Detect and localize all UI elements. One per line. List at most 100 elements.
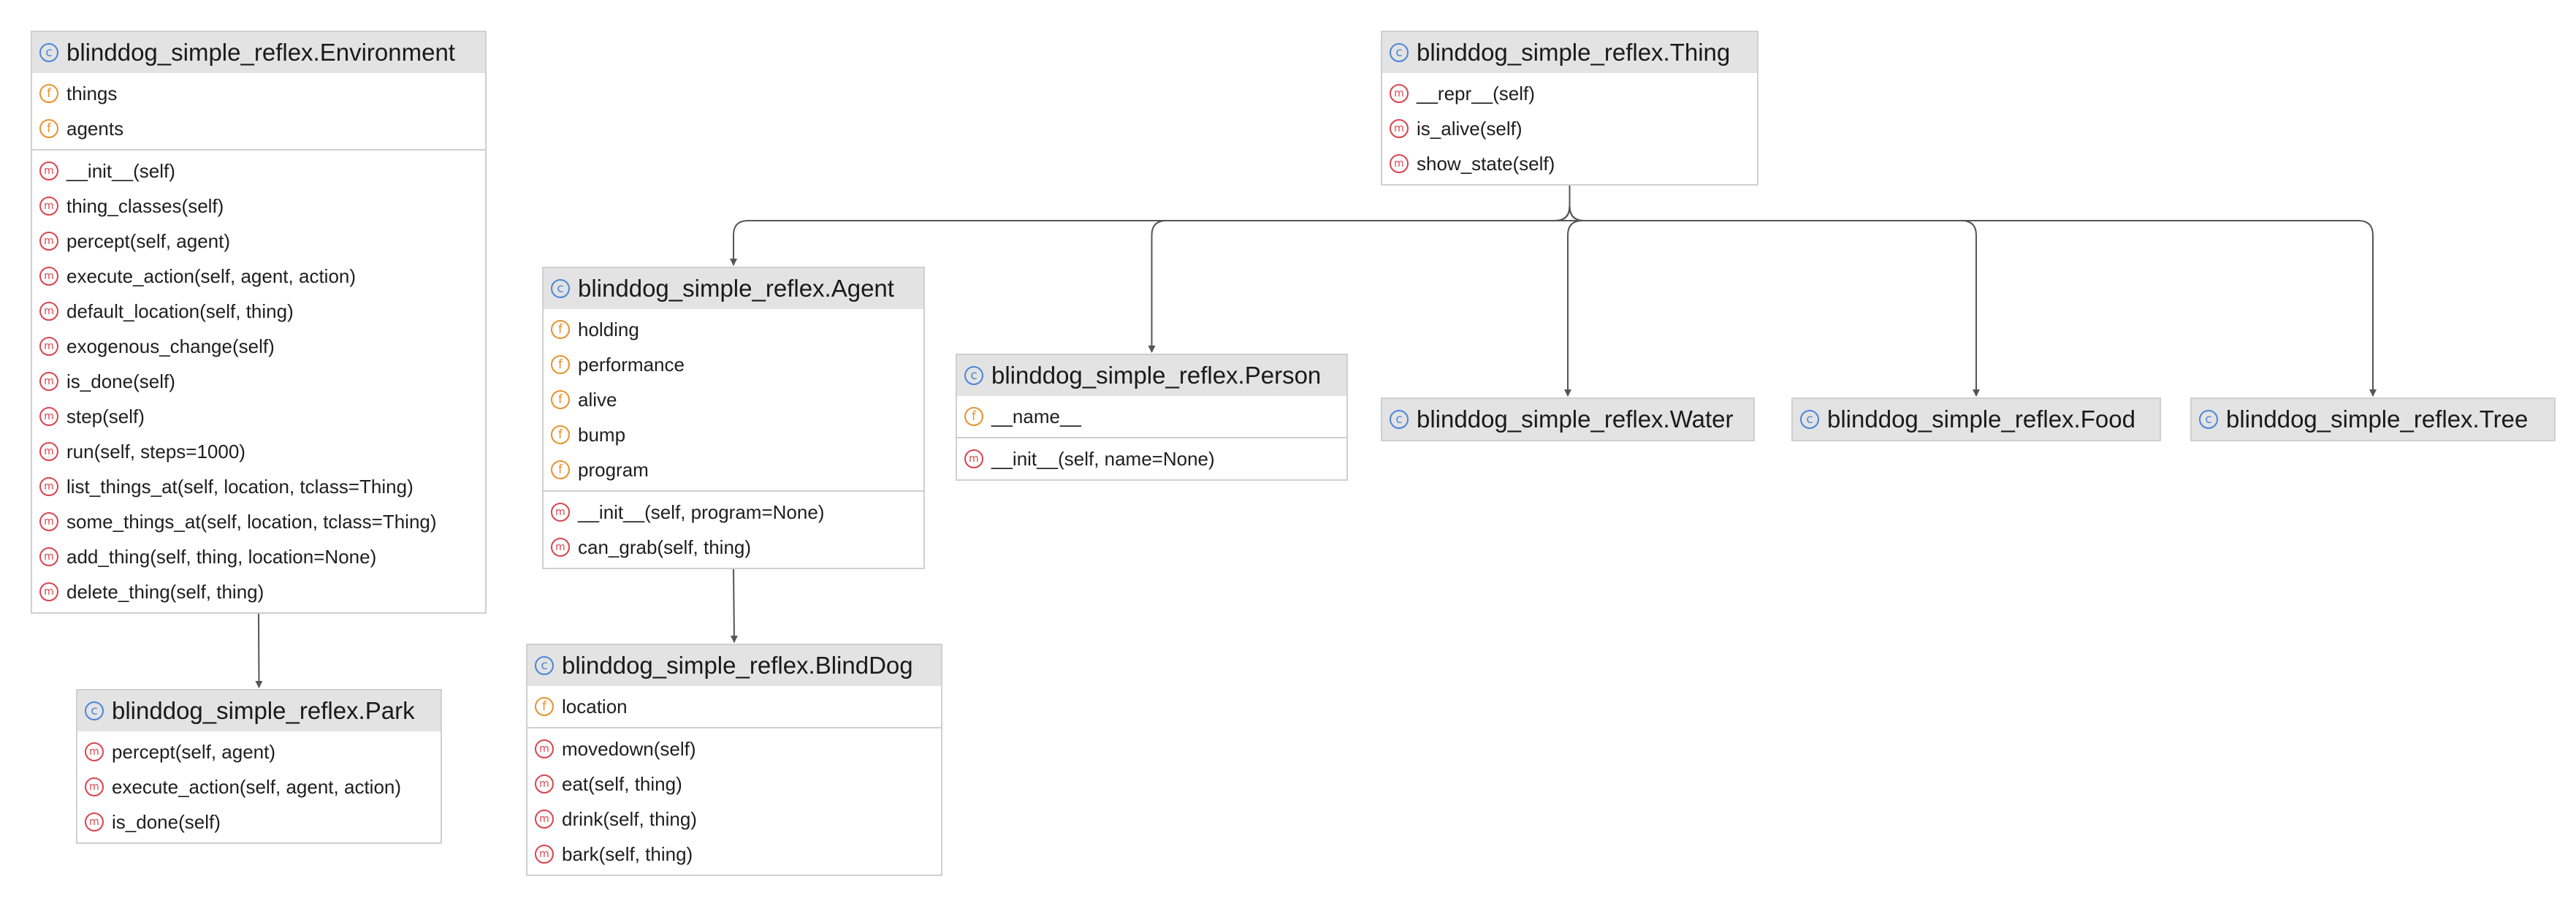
method-icon: m <box>39 582 58 601</box>
method-row-label: __init__(self) <box>66 159 175 182</box>
method-row-label: list_things_at(self, location, tclass=Th… <box>66 475 414 498</box>
class-name: blinddog_simple_reflex.Thing <box>1417 39 1731 66</box>
method-row-label: percept(self, agent) <box>112 740 276 763</box>
method-icon: m <box>535 845 554 864</box>
inheritance-arrow-agent-to-thing <box>730 186 1571 266</box>
method-row[interactable]: m show_state(self) <box>1382 146 1757 181</box>
method-icon: m <box>85 777 104 796</box>
method-row-label: thing_classes(self) <box>66 194 224 217</box>
field-row-label: location <box>562 695 628 717</box>
method-row-label: default_location(self, thing) <box>66 300 294 322</box>
method-row-label: some_things_at(self, location, tclass=Th… <box>66 510 437 533</box>
field-icon: f <box>551 425 570 444</box>
method-row-label: is_done(self) <box>112 810 221 833</box>
method-icon: m <box>39 407 58 426</box>
method-icon: m <box>39 337 58 356</box>
class-name: blinddog_simple_reflex.Park <box>112 697 415 724</box>
method-row-label: execute_action(self, agent, action) <box>66 264 357 287</box>
method-icon: m <box>1390 154 1409 173</box>
field-icon: f <box>39 119 58 138</box>
method-row[interactable]: m__init__(self) <box>32 153 485 189</box>
method-row-label: show_state(self) <box>1417 152 1555 175</box>
method-row-label: run(self, steps=1000) <box>66 440 245 462</box>
field-icon: f <box>551 390 570 409</box>
inheritance-arrow-blinddog-to-agent <box>730 568 738 643</box>
method-icon: m <box>39 302 58 321</box>
method-row[interactable]: m default_location(self, thing) <box>32 294 485 329</box>
field-row-label: program <box>578 458 649 481</box>
class-icon: c <box>964 366 983 385</box>
class-icon: c <box>1800 410 1819 429</box>
method-row[interactable]: m bark(self, thing) <box>527 837 941 872</box>
class-name: blinddog_simple_reflex.Agent <box>578 275 894 302</box>
class-icon: c <box>2199 410 2218 429</box>
inheritance-arrow-tree-to-thing <box>1569 186 2377 397</box>
field-row-label: alive <box>578 388 617 411</box>
field-icon: f <box>964 407 983 426</box>
method-row-label: percept(self, agent) <box>66 229 231 252</box>
field-row-label: things <box>66 82 118 104</box>
field-row-label: agents <box>66 117 124 140</box>
method-row[interactable]: m__init__(self, name=None) <box>957 441 1346 476</box>
method-row[interactable]: m__init__(self, program=None) <box>544 495 923 530</box>
field-row[interactable]: f__name__ <box>957 399 1346 434</box>
methods-section: m__init__(self, name=None) <box>957 437 1346 479</box>
method-row[interactable]: m step(self) <box>32 399 485 434</box>
method-row-label: step(self) <box>66 405 145 427</box>
method-row[interactable]: m__repr__(self) <box>1382 76 1757 111</box>
method-row-label: bark(self, thing) <box>562 842 693 865</box>
field-icon: f <box>551 320 570 339</box>
field-row-label: performance <box>578 353 685 376</box>
method-row-label: __init__(self, program=None) <box>578 500 825 523</box>
